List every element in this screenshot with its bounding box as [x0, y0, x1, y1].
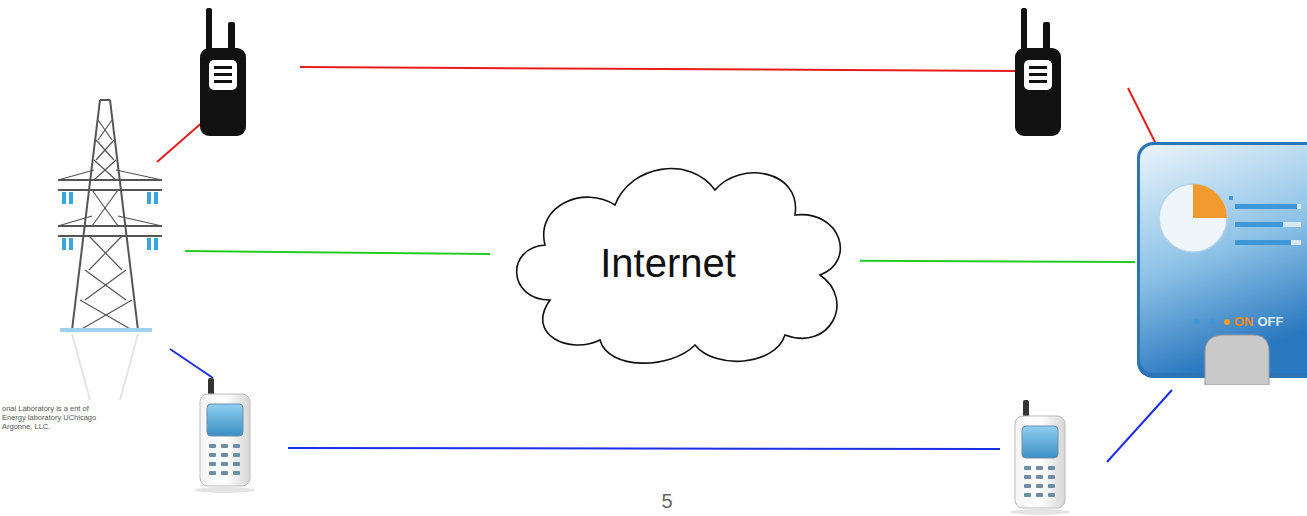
- dashboard-panel: [1135, 140, 1307, 385]
- switch-state-label: OFF: [1258, 314, 1284, 329]
- dashboard-icon: ON OFF: [1135, 140, 1307, 385]
- page-number: 5: [640, 489, 694, 513]
- cloud-label: Internet: [600, 241, 736, 286]
- switch-state-label: ON: [1234, 314, 1254, 329]
- cloud-node: Internet: [490, 150, 860, 370]
- network-link: [860, 261, 1135, 262]
- transmission-tower: [58, 100, 162, 330]
- footer-note: onal Laboratory is a ent of Energy labor…: [2, 404, 106, 431]
